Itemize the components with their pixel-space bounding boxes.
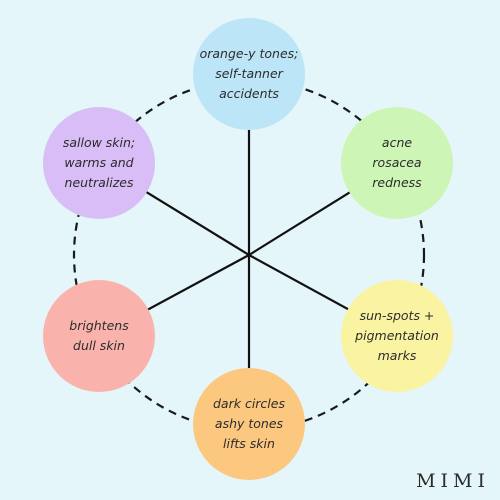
node-text-line: self-tanner <box>215 66 283 81</box>
node-text-line: brightens <box>69 318 129 333</box>
node-text-line: dark circles <box>213 396 285 411</box>
wheel-node-top: orange-y tones; self-tanner accidents <box>193 18 305 130</box>
node-text-line: sun-spots + <box>359 308 435 323</box>
node-text-line: warms and <box>64 155 134 170</box>
node-text-line: sallow skin; <box>62 135 136 150</box>
node-text-line: dull skin <box>73 338 125 353</box>
node-text-line: redness <box>372 175 422 190</box>
node-text-line: neutralizes <box>64 175 134 190</box>
node-text-line: lifts skin <box>223 436 275 451</box>
node-text-line: rosacea <box>372 155 422 170</box>
node-text-line: accidents <box>219 86 279 101</box>
node-text-line: marks <box>377 348 417 363</box>
wheel-node-top-right: acne rosacea redness <box>341 107 453 219</box>
node-text-line: pigmentation <box>355 328 439 343</box>
wheel-node-bottom: dark circles ashy tones lifts skin <box>193 368 305 480</box>
dashed-ring <box>72 78 426 432</box>
brand-logo-text: MIMI <box>416 470 490 492</box>
wheel-node-top-left: sallow skin; warms and neutralizes <box>43 107 155 219</box>
wheel-node-bottom-left: brightens dull skin <box>43 280 155 392</box>
node-text-line: ashy tones <box>214 416 284 431</box>
node-text-line: acne <box>381 135 413 150</box>
wheel-node-bottom-right: sun-spots + pigmentation marks <box>341 280 453 392</box>
node-text-line: orange-y tones; <box>199 46 299 61</box>
